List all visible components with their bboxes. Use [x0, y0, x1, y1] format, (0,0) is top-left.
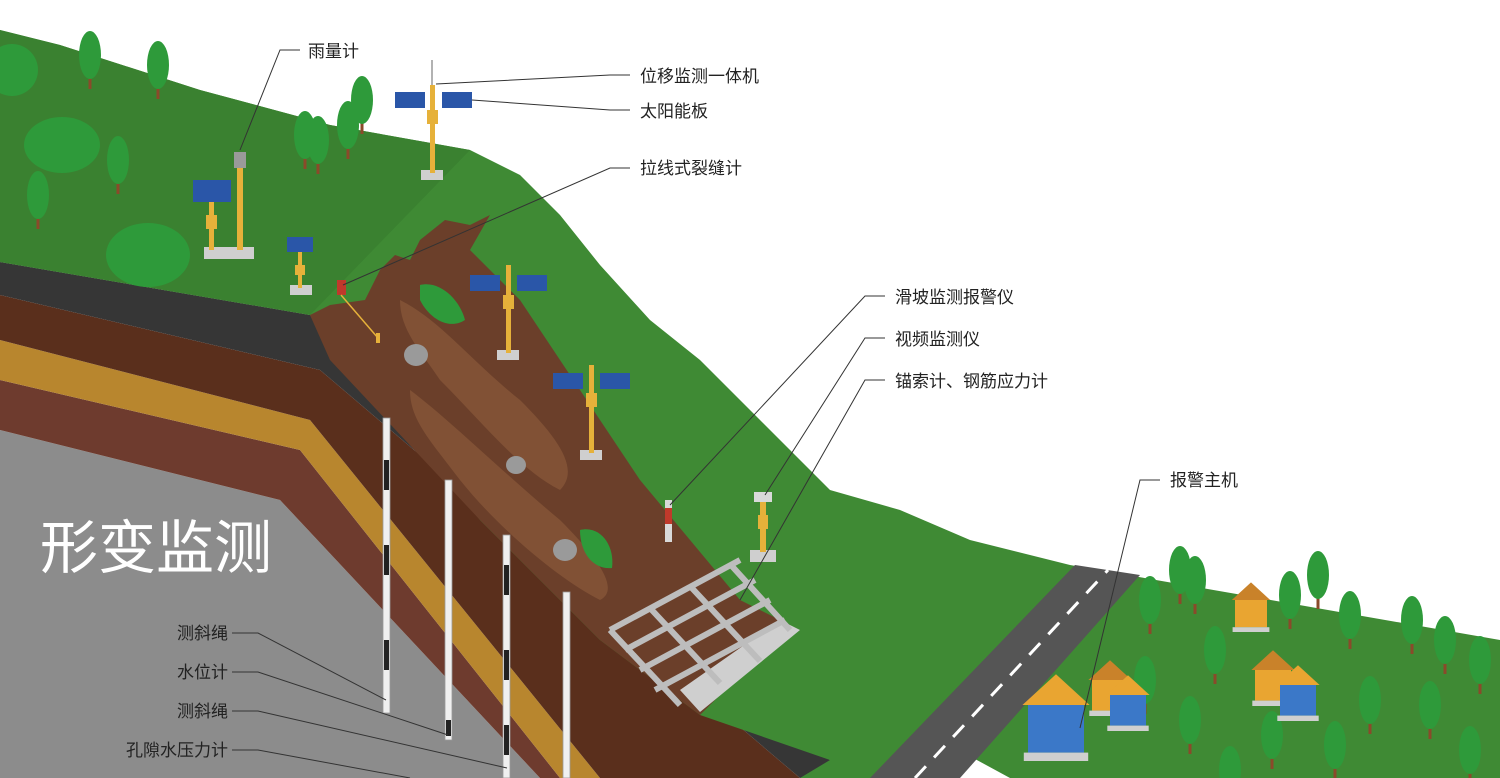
- labels: 雨量计 位移监测一体机 太阳能板 拉线式裂缝计 滑坡监测报警仪 视频监测仪 锚索…: [40, 42, 1238, 761]
- solar-panel-icon: [395, 92, 425, 108]
- road: [870, 565, 1140, 778]
- houses: [1022, 582, 1320, 761]
- layer-gray-rock: [0, 430, 540, 778]
- equipment: [193, 60, 776, 562]
- leader-lines: [232, 49, 1160, 778]
- label-landslide-alarm: 滑坡监测报警仪: [895, 288, 1014, 308]
- label-rain-gauge: 雨量计: [308, 42, 359, 62]
- tree: [1339, 591, 1361, 649]
- label-inclinometer-2: 测斜绳: [177, 702, 228, 722]
- tree: [1307, 551, 1329, 609]
- solar-panel-icon: [470, 275, 500, 291]
- solar-panel-icon: [517, 275, 547, 291]
- borehole-2: [444, 479, 453, 741]
- rain-gauge-icon: [234, 152, 246, 168]
- label-solar-panel: 太阳能板: [640, 102, 708, 122]
- layer-dark-brown: [0, 295, 800, 778]
- boulder-3: [553, 539, 577, 561]
- wire-crack-meter-device: [337, 280, 380, 343]
- house: [1106, 675, 1150, 731]
- tree: [1179, 696, 1201, 754]
- bushes: [0, 44, 190, 287]
- retaining-wall-base: [680, 620, 800, 712]
- solar-panel-icon: [600, 373, 630, 389]
- landslide-alarm-device: [665, 500, 672, 542]
- bush-2: [106, 223, 190, 287]
- tree: [307, 116, 329, 174]
- label-displacement-unit: 位移监测一体机: [640, 67, 759, 87]
- rain-gauge-station: [193, 152, 254, 259]
- tree: [27, 171, 49, 229]
- displacement-unit-station-mid: [470, 265, 547, 360]
- label-video-monitor: 视频监测仪: [895, 330, 980, 350]
- label-inclinometer-1: 测斜绳: [177, 624, 228, 644]
- bush-3: [0, 44, 38, 96]
- displacement-unit-station-top: [395, 60, 472, 180]
- small-solar-station: [287, 237, 313, 295]
- tree: [1434, 616, 1456, 674]
- diagram-title: 形变监测: [40, 514, 272, 582]
- tree: [1184, 556, 1206, 614]
- tree: [1459, 726, 1481, 778]
- tree: [1469, 636, 1491, 694]
- video-monitor-device: [750, 492, 776, 562]
- landslide-flow-1: [400, 300, 568, 490]
- boulder-1: [404, 344, 428, 366]
- tree: [79, 31, 101, 89]
- tree: [1219, 746, 1241, 778]
- landslide-body: [310, 215, 790, 715]
- tree: [1324, 721, 1346, 778]
- road-surface: [870, 565, 1140, 778]
- tree: [1261, 711, 1283, 769]
- bush-1: [24, 117, 100, 173]
- fallen-tree-1: [420, 284, 465, 324]
- retaining-grid: [607, 557, 800, 712]
- label-alarm-host: 报警主机: [1170, 471, 1238, 491]
- tree: [107, 136, 129, 194]
- road-centerline: [913, 568, 1110, 778]
- house: [1022, 674, 1090, 761]
- solar-panel-icon: [442, 92, 472, 108]
- solar-panel-icon: [193, 180, 231, 202]
- tree: [1279, 571, 1301, 629]
- tree: [1419, 681, 1441, 739]
- tree: [147, 41, 169, 99]
- solar-panel-icon: [553, 373, 583, 389]
- tree: [1359, 676, 1381, 734]
- camera-icon: [754, 492, 772, 502]
- label-water-level-meter: 水位计: [177, 663, 228, 683]
- label-wire-crack-meter: 拉线式裂缝计: [640, 159, 742, 179]
- boulder-2: [506, 456, 526, 474]
- tree: [1204, 626, 1226, 684]
- borehole-sensors: [384, 460, 509, 755]
- label-pore-pressure-meter: 孔隙水压力计: [126, 741, 228, 761]
- label-anchor-rebar-meter: 锚索计、钢筋应力计: [895, 372, 1048, 392]
- layer-orange: [0, 340, 600, 778]
- house: [1276, 665, 1320, 721]
- house: [1231, 582, 1271, 632]
- fallen-tree-2: [580, 529, 613, 569]
- displacement-unit-station-low: [553, 365, 630, 460]
- tree: [1401, 596, 1423, 654]
- tree: [1139, 576, 1161, 634]
- boreholes: [382, 417, 571, 778]
- solar-panel-icon: [287, 237, 313, 252]
- trees: [27, 31, 1491, 778]
- borehole-4: [562, 591, 571, 778]
- tree: [351, 76, 373, 134]
- grid-beams: [607, 557, 793, 708]
